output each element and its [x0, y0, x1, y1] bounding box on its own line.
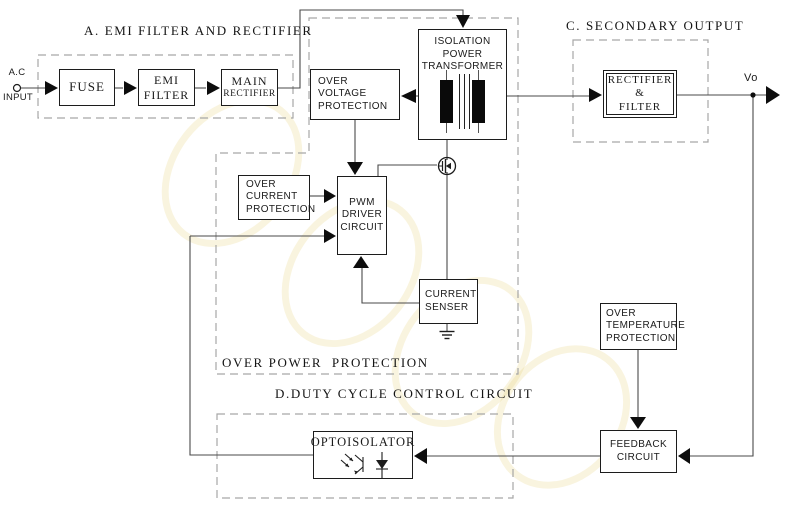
optocoupler-icon [340, 451, 388, 478]
junction-dot-icon [750, 92, 756, 98]
over-power-protection-title: OVER POWER PROTECTION [222, 355, 429, 370]
arrow-icon [45, 81, 58, 95]
fuse-block: FUSE [59, 69, 115, 106]
section-d-title: D.DUTY CYCLE CONTROL CIRCUIT [275, 386, 534, 401]
pwm-driver-circuit-block: PWM DRIVER CIRCUIT [337, 176, 387, 255]
emi-filter-block: EMI FILTER [138, 69, 195, 106]
over-voltage-protection-block: OVER VOLTAGE PROTECTION [310, 69, 400, 120]
over-temperature-protection-block: OVER TEMPERATURE PROTECTION [600, 303, 685, 350]
arrow-icon [324, 229, 336, 243]
main-rectifier-block: MAIN RECTIFIER [221, 69, 278, 106]
wire-opto-branch-to-pwm [189, 235, 324, 456]
current-senser-block: CURRENT SENSER [419, 279, 478, 324]
rectifier-filter-block: RECTIFIER & FILTER [603, 70, 677, 118]
arrow-icon [678, 448, 690, 464]
arrow-icon [414, 448, 427, 464]
isolation-power-transformer-block: ISOLATION POWER TRANSFORMER [418, 29, 507, 140]
arrow-icon [353, 256, 369, 268]
vo-output-label: Vo [744, 72, 758, 84]
fuse-label: FUSE [69, 79, 105, 95]
wire-rectifier-to-transformer [278, 9, 464, 89]
wire-vo-to-feedback [690, 95, 754, 457]
arrow-icon [456, 15, 470, 28]
mosfet-icon [437, 156, 457, 176]
arrow-icon [630, 417, 646, 429]
arrow-icon [324, 189, 336, 203]
optoisolator-block: OPTOISOLATOR [310, 431, 416, 479]
section-c-title: C. SECONDARY OUTPUT [566, 18, 745, 33]
ac-terminal-icon [12, 83, 22, 93]
section-c-dashed-box [572, 39, 709, 143]
feedback-circuit-block: FEEDBACK CIRCUIT [600, 430, 677, 473]
wire-pwm-to-mosfet-gate [377, 164, 437, 176]
arrow-icon [766, 86, 780, 104]
arrow-icon [401, 89, 416, 103]
ac-input-label-top: A.C [8, 67, 26, 78]
over-power-protection-dashed-box [215, 17, 519, 375]
section-a-title: A. EMI FILTER AND RECTIFIER [84, 23, 313, 38]
optoisolator-label: OPTOISOLATOR [310, 435, 416, 449]
arrow-icon [124, 81, 137, 95]
wire-current-senser-to-pwm [361, 268, 419, 304]
arrow-icon [207, 81, 220, 95]
ac-input-label-bottom: INPUT [3, 92, 33, 103]
arrow-icon [347, 162, 363, 175]
section-a-dashed-box [37, 54, 294, 119]
ground-icon [439, 330, 455, 340]
over-current-protection-block: OVER CURRENT PROTECTION [238, 175, 315, 220]
arrow-icon [589, 88, 602, 102]
